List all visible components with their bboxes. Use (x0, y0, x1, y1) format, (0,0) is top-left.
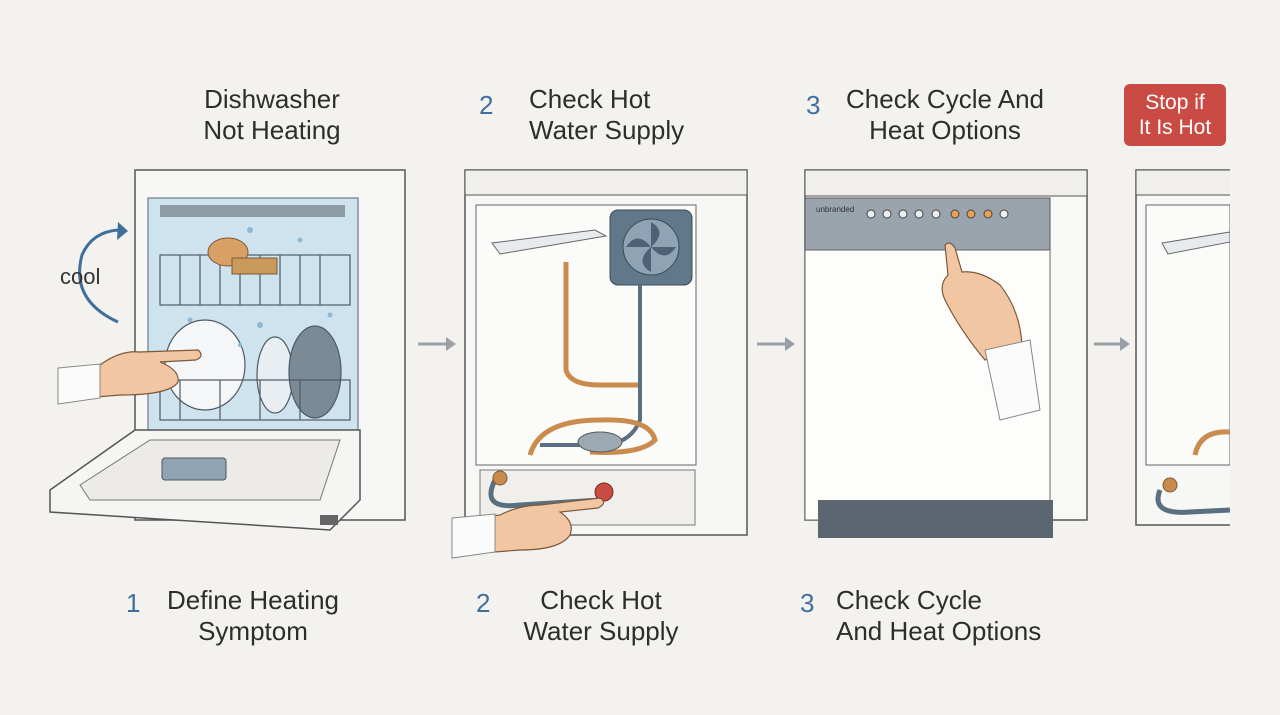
brand-label: unbranded (816, 205, 854, 214)
step1-caption-number: 1 (126, 588, 141, 618)
dishwasher-partial-illustration (1135, 160, 1280, 560)
dishwasher-water-supply-illustration (451, 169, 748, 559)
step2-top-title: Check Hot Water Supply (529, 84, 685, 145)
step1-caption: Define Heating Symptom (167, 585, 339, 646)
arrow-right-icon (418, 337, 456, 351)
step2-top-number: 2 (479, 90, 494, 120)
step2-caption: Check Hot Water Supply (523, 585, 679, 646)
dishwasher-open-illustration (49, 169, 406, 531)
step3-caption: Check Cycle And Heat Options (836, 585, 1042, 646)
step1-top-title: Dishwasher Not Heating (203, 84, 341, 145)
step2-caption-number: 2 (476, 588, 491, 618)
plates (164, 319, 342, 419)
arrow-right-icon (757, 337, 795, 351)
fan-icon (609, 209, 693, 286)
control-panel-buttons (866, 209, 1009, 219)
cool-label: cool (60, 264, 101, 289)
stop-if-hot-badge: Stop if It Is Hot (1124, 84, 1226, 146)
step3-top-number: 3 (806, 90, 821, 120)
step3-top-title: Check Cycle And Heat Options (846, 84, 1044, 145)
arrow-right-icon (1094, 337, 1130, 351)
hand-icon (57, 349, 202, 405)
curved-arrow-icon (78, 228, 119, 324)
step3-caption-number: 3 (800, 588, 815, 618)
dishwasher-closed-illustration (804, 169, 1088, 538)
